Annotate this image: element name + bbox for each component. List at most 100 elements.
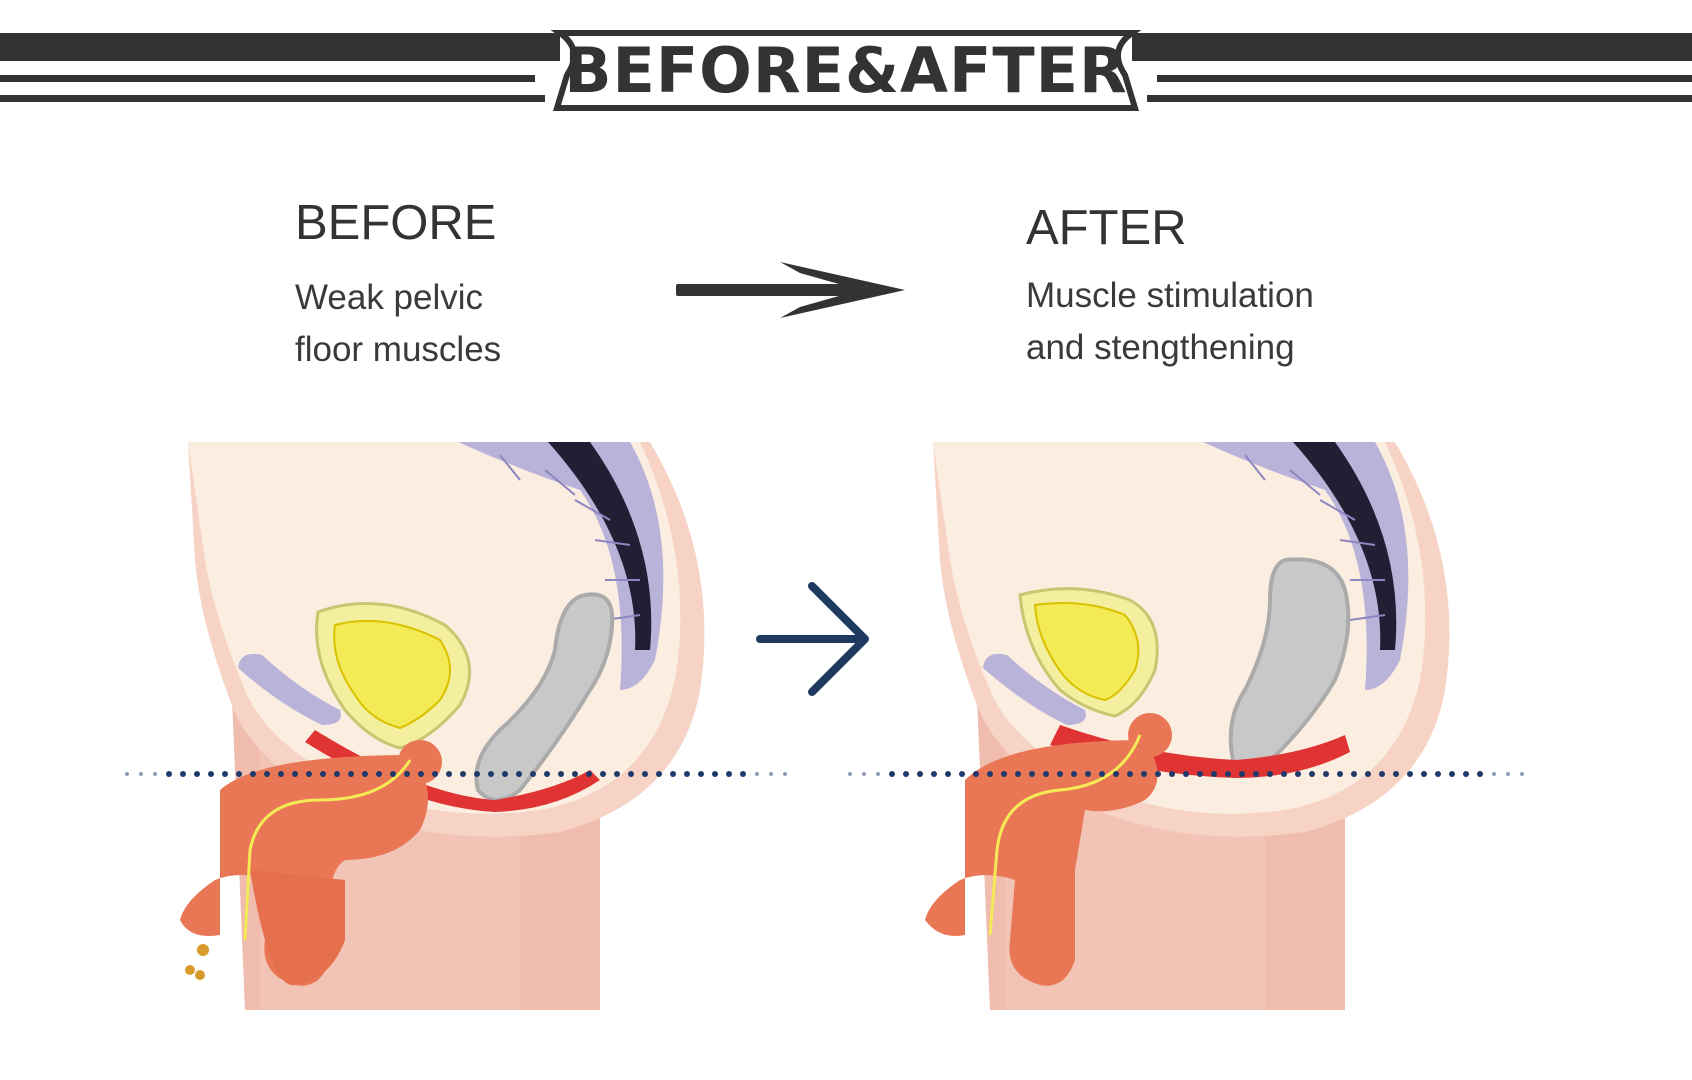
guide-dot: [488, 771, 494, 777]
guide-dot: [264, 771, 270, 777]
guide-dot: [1379, 771, 1385, 777]
guide-dot: [1407, 771, 1413, 777]
guide-dot: [1127, 771, 1133, 777]
guide-dot: [698, 771, 704, 777]
guide-dot: [153, 772, 157, 776]
before-description-line: floor muscles: [295, 330, 502, 369]
guide-dot: [1393, 771, 1399, 777]
guide-dot: [1281, 771, 1287, 777]
guide-dot: [1309, 771, 1315, 777]
guide-dot: [973, 771, 979, 777]
guide-dot: [1225, 771, 1231, 777]
guide-dot: [236, 771, 242, 777]
page-title: BEFORE&AFTER: [564, 34, 1128, 107]
guide-dot: [726, 771, 732, 777]
guide-dot: [1239, 771, 1245, 777]
guide-dot: [1435, 771, 1441, 777]
before-dotted-guide-line: [125, 771, 787, 777]
guide-dot: [1043, 771, 1049, 777]
guide-dot: [769, 772, 773, 776]
guide-dot: [572, 771, 578, 777]
guide-dot: [1477, 771, 1483, 777]
after-heading: AFTER: [1026, 201, 1187, 255]
banner-title-plate: [550, 30, 1142, 111]
guide-dot: [1085, 771, 1091, 777]
guide-dot: [1057, 771, 1063, 777]
guide-dot: [642, 771, 648, 777]
guide-dot: [945, 771, 951, 777]
before-description: Weak pelvic floor muscles: [295, 272, 501, 376]
after-description: Muscle stimulation and stengthening: [1026, 270, 1314, 374]
guide-dot: [656, 771, 662, 777]
before-genitals: [180, 755, 428, 986]
guide-dot: [1520, 772, 1524, 776]
after-illustration: [925, 441, 1451, 1011]
guide-dot: [530, 771, 536, 777]
guide-dot: [1267, 771, 1273, 777]
guide-dot: [278, 771, 284, 777]
guide-dot: [1183, 771, 1189, 777]
guide-dot: [180, 771, 186, 777]
guide-dot: [1463, 771, 1469, 777]
guide-dot: [404, 771, 410, 777]
guide-dot: [931, 771, 937, 777]
guide-dot: [903, 771, 909, 777]
guide-dot: [432, 771, 438, 777]
guide-dot: [783, 772, 787, 776]
guide-dot: [1015, 771, 1021, 777]
guide-dot: [1351, 771, 1357, 777]
guide-dot: [502, 771, 508, 777]
guide-dot: [917, 771, 923, 777]
guide-dot: [250, 771, 256, 777]
before-illustration: [180, 441, 706, 1011]
after-genitals: [925, 740, 1158, 986]
guide-dot: [348, 771, 354, 777]
guide-dot: [876, 772, 880, 776]
before-description-line: Weak pelvic: [295, 278, 484, 317]
guide-dot: [1155, 771, 1161, 777]
guide-dot: [474, 771, 480, 777]
chevron-arrow-icon: [756, 582, 869, 696]
before-leak-drops: [185, 944, 209, 980]
double-line-arrow-icon: [676, 262, 905, 318]
after-dotted-guide-line: [848, 771, 1524, 777]
guide-dot: [712, 771, 718, 777]
guide-dot: [390, 771, 396, 777]
guide-dot: [1029, 771, 1035, 777]
guide-dot: [418, 771, 424, 777]
guide-dot: [848, 772, 852, 776]
guide-dot: [586, 771, 592, 777]
guide-dot: [600, 771, 606, 777]
guide-dot: [292, 771, 298, 777]
guide-dot: [959, 771, 965, 777]
guide-dot: [1365, 771, 1371, 777]
guide-dot: [1113, 771, 1119, 777]
guide-dot: [222, 771, 228, 777]
header-banner: [0, 30, 1692, 111]
guide-dot: [1071, 771, 1077, 777]
guide-dot: [208, 771, 214, 777]
guide-dot: [446, 771, 452, 777]
guide-dot: [558, 771, 564, 777]
guide-dot: [1421, 771, 1427, 777]
guide-dot: [1169, 771, 1175, 777]
guide-dot: [1141, 771, 1147, 777]
guide-dot: [460, 771, 466, 777]
guide-dot: [1001, 771, 1007, 777]
guide-dot: [1449, 771, 1455, 777]
banner-right-stripes: [1132, 33, 1692, 102]
after-description-line: and stengthening: [1026, 328, 1295, 367]
guide-dot: [755, 772, 759, 776]
guide-dot: [889, 771, 895, 777]
guide-dot: [1492, 772, 1496, 776]
guide-dot: [362, 771, 368, 777]
guide-dot: [544, 771, 550, 777]
guide-dot: [1211, 771, 1217, 777]
guide-dot: [1323, 771, 1329, 777]
guide-dot: [166, 771, 172, 777]
guide-dot: [125, 772, 129, 776]
guide-dot: [1197, 771, 1203, 777]
guide-dot: [614, 771, 620, 777]
guide-dot: [376, 771, 382, 777]
